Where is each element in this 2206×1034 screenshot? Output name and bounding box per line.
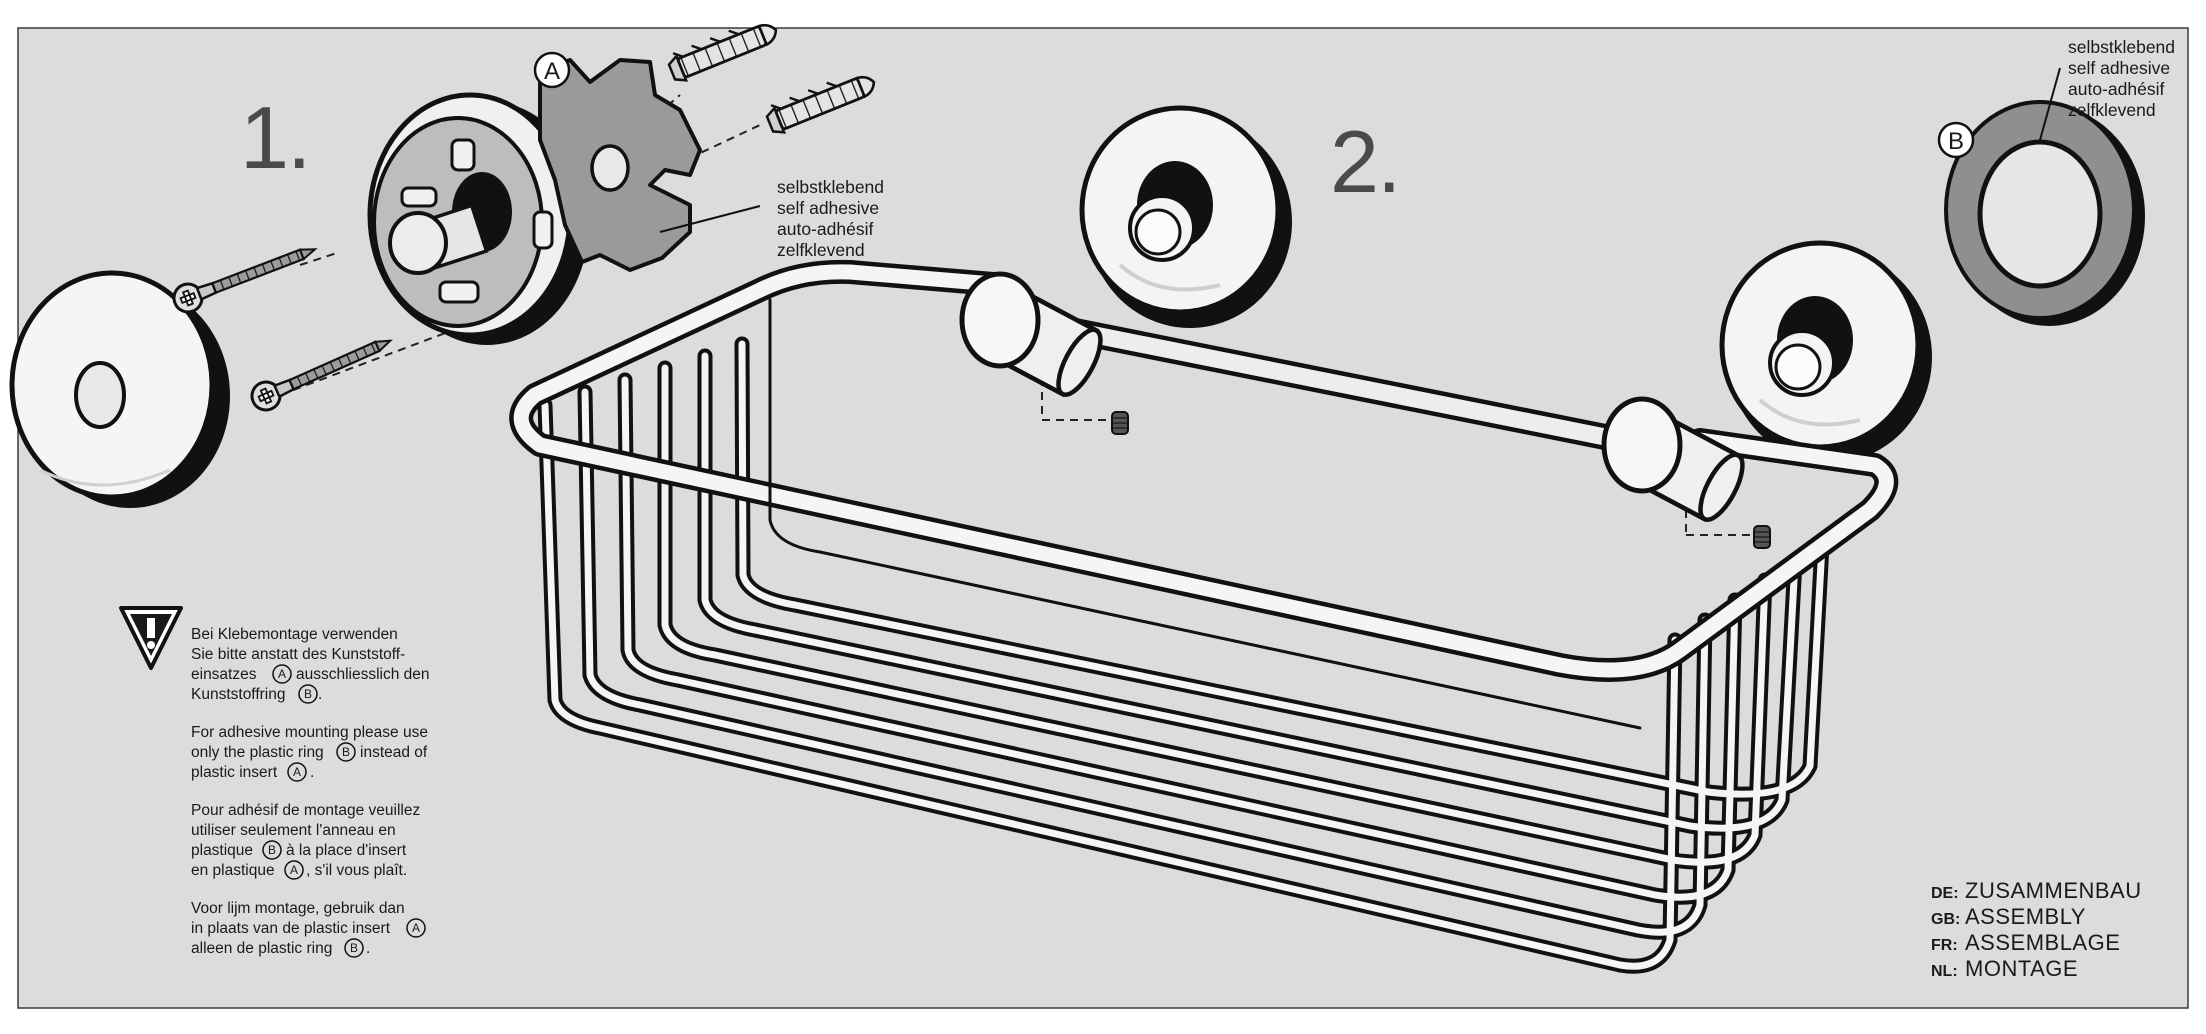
svg-text:selbstklebend: selbstklebend <box>2068 37 2175 57</box>
svg-text:MONTAGE: MONTAGE <box>1965 956 2078 981</box>
svg-text:NL:: NL: <box>1931 963 1958 980</box>
svg-text:B: B <box>342 745 350 759</box>
adhesive-label-ring: selbstklebend self adhesive auto-adhésif… <box>2068 37 2175 120</box>
svg-text:FR:: FR: <box>1931 937 1958 954</box>
svg-text:plastique: plastique <box>191 842 253 859</box>
svg-text:, s'il vous plaît.: , s'il vous plaît. <box>306 862 407 879</box>
set-screw-icon <box>1753 525 1771 549</box>
svg-text:auto-adhésif: auto-adhésif <box>2068 79 2164 99</box>
warning-triangle-icon <box>119 606 183 670</box>
basket-top-rim <box>509 259 1899 730</box>
warning-text-nl: Voor lijm montage, gebruik dan in plaats… <box>191 900 426 958</box>
language-row: DE: ZUSAMMENBAU <box>1931 878 2142 903</box>
leader-line-adhesive-a <box>659 205 761 233</box>
leader-line-adhesive-b <box>2039 67 2061 141</box>
svg-text:.: . <box>318 686 322 703</box>
svg-text:alleen de plastic ring: alleen de plastic ring <box>191 940 332 957</box>
svg-text:zelfklevend: zelfklevend <box>2068 100 2156 120</box>
language-legend: DE: ZUSAMMENBAU GB: ASSEMBLY FR: ASSEMBL… <box>1931 878 2142 981</box>
svg-text:ASSEMBLAGE: ASSEMBLAGE <box>1965 930 2120 955</box>
svg-text:selbstklebend: selbstklebend <box>777 177 884 197</box>
step-number-1: 1. <box>240 88 309 187</box>
wire-basket <box>537 336 1830 974</box>
language-row: GB: ASSEMBLY <box>1931 904 2086 929</box>
adhesive-label-step1: selbstklebend self adhesive auto-adhésif… <box>777 177 884 260</box>
svg-text:ASSEMBLY: ASSEMBLY <box>1965 904 2086 929</box>
svg-text:B: B <box>1948 128 1964 155</box>
svg-text:B: B <box>304 687 312 701</box>
part-label-b: B <box>1937 121 1975 159</box>
plastic-insert-a <box>538 58 702 272</box>
svg-text:A: A <box>412 921 420 935</box>
svg-text:plastic insert: plastic insert <box>191 764 278 781</box>
svg-text:einsatzes: einsatzes <box>191 666 257 683</box>
part-label-a: A <box>533 51 571 89</box>
warning-text-gb: For adhesive mounting please use only th… <box>191 724 428 782</box>
svg-text:Pour adhésif de montage veuill: Pour adhésif de montage veuillez <box>191 802 420 819</box>
plastic-ring-b <box>1944 100 2145 326</box>
svg-text:only the plastic ring: only the plastic ring <box>191 744 324 761</box>
svg-text:A: A <box>293 765 301 779</box>
svg-text:For adhesive mounting please u: For adhesive mounting please use <box>191 724 428 741</box>
svg-text:.: . <box>366 940 370 957</box>
svg-text:DE:: DE: <box>1931 885 1959 902</box>
svg-text:zelfklevend: zelfklevend <box>777 240 865 260</box>
svg-text:B: B <box>268 843 276 857</box>
svg-text:en plastique: en plastique <box>191 862 275 879</box>
language-row: FR: ASSEMBLAGE <box>1931 930 2120 955</box>
svg-text:utiliser seulement l'anneau en: utiliser seulement l'anneau en <box>191 822 396 839</box>
svg-text:Voor lijm montage, gebruik dan: Voor lijm montage, gebruik dan <box>191 900 405 917</box>
svg-text:GB:: GB: <box>1931 911 1960 928</box>
step-number-2: 2. <box>1330 112 1399 211</box>
svg-text:Sie bitte anstatt des Kunststo: Sie bitte anstatt des Kunststoff- <box>191 646 405 663</box>
svg-text:à la place d'insert: à la place d'insert <box>286 842 407 859</box>
svg-text:ZUSAMMENBAU: ZUSAMMENBAU <box>1965 878 2142 903</box>
svg-text:B: B <box>350 941 358 955</box>
svg-text:auto-adhésif: auto-adhésif <box>777 219 873 239</box>
svg-text:A: A <box>278 667 286 681</box>
svg-text:A: A <box>544 58 560 85</box>
svg-text:Kunststoffring: Kunststoffring <box>191 686 286 703</box>
warning-text-fr: Pour adhésif de montage veuillez utilise… <box>191 802 420 880</box>
set-screw-icon <box>1111 411 1129 435</box>
svg-text:.: . <box>310 764 314 781</box>
svg-text:Bei Klebemontage verwenden: Bei Klebemontage verwenden <box>191 626 398 643</box>
cover-disc <box>9 270 230 508</box>
rail-bar <box>997 305 1633 453</box>
svg-text:ausschliesslich den: ausschliesslich den <box>296 666 430 683</box>
language-row: NL: MONTAGE <box>1931 956 2078 981</box>
svg-text:A: A <box>290 863 298 877</box>
svg-text:instead of: instead of <box>360 744 428 761</box>
svg-text:self adhesive: self adhesive <box>2068 58 2170 78</box>
mounting-base <box>367 92 589 345</box>
svg-text:in plaats van de plastic inser: in plaats van de plastic insert <box>191 920 391 937</box>
warning-text-de: Bei Klebemontage verwenden Sie bitte ans… <box>191 626 430 704</box>
svg-text:self adhesive: self adhesive <box>777 198 879 218</box>
